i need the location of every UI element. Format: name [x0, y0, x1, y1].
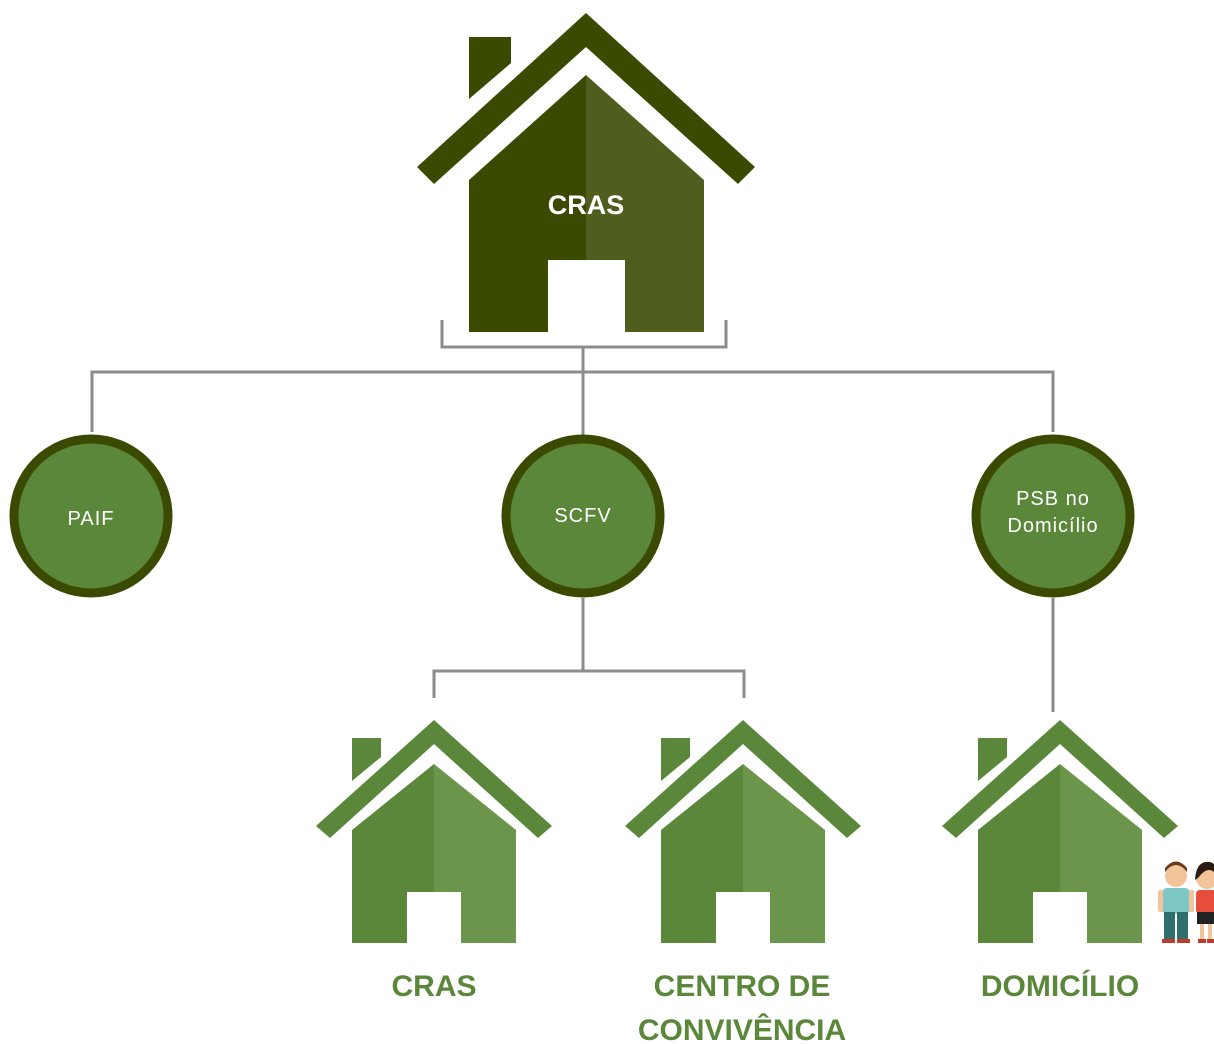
- service-paif: PAIF: [9, 434, 173, 598]
- family-people-icon: [1158, 861, 1214, 943]
- scfv-bracket: [432, 669, 746, 698]
- location-domicilio-label: DOMICÍLIO: [981, 969, 1139, 1003]
- location-centro-label-line2: CONVIVÊNCIA: [638, 1013, 846, 1044]
- service-paif-label: PAIF: [68, 508, 115, 530]
- location-centro-label-line1: CENTRO DE: [654, 970, 831, 1003]
- location-domicilio-house-icon: [942, 720, 1178, 943]
- service-psb-label-line2: Domicílio: [1007, 515, 1098, 537]
- connectors: [90, 320, 1055, 712]
- root-house-icon: [417, 13, 755, 332]
- service-branch: [90, 370, 1055, 432]
- service-psb-label-line1: PSB no: [1016, 488, 1090, 510]
- location-cras-house-icon: [316, 720, 552, 943]
- service-scfv: SCFV: [501, 434, 665, 598]
- root-label: CRAS: [548, 190, 625, 220]
- location-centro-house-icon: [625, 720, 861, 943]
- location-cras-label: CRAS: [391, 970, 476, 1003]
- service-scfv-label: SCFV: [554, 505, 611, 527]
- service-psb: PSB no Domicílio: [971, 434, 1135, 598]
